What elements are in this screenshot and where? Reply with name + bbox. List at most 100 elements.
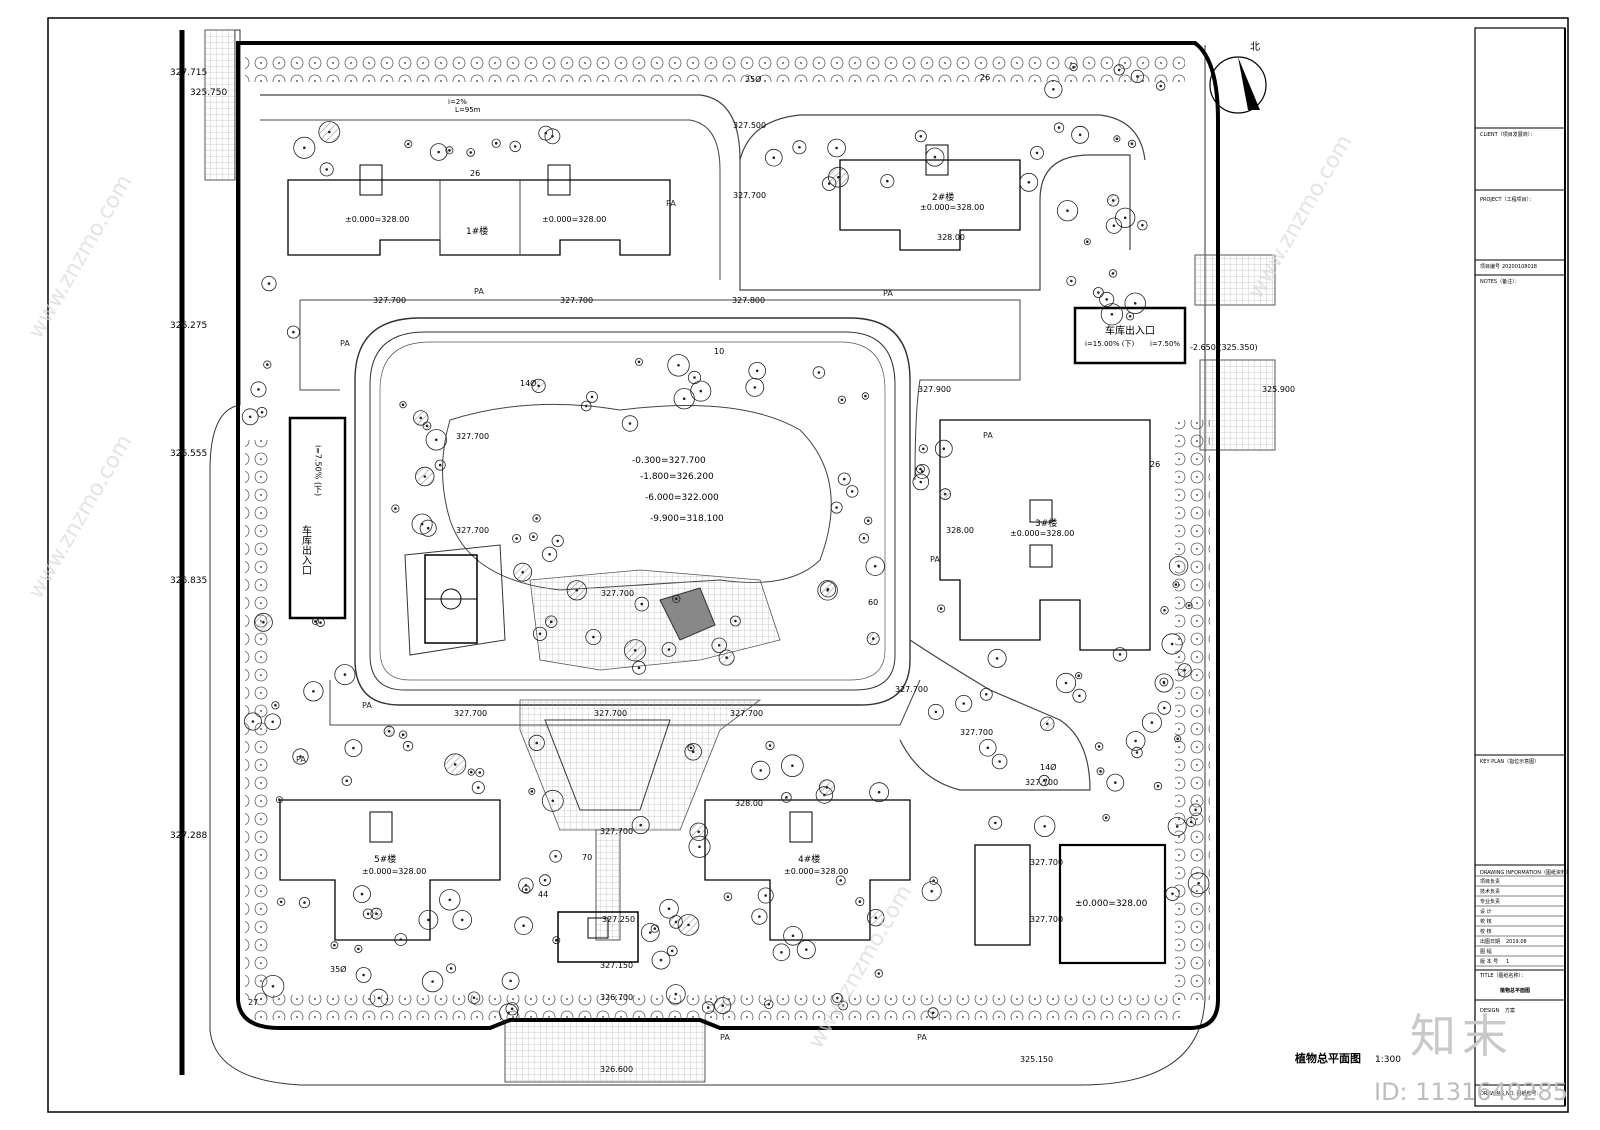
- elevation: 327.700: [960, 728, 993, 737]
- tree-center: [628, 422, 632, 425]
- elev-left: 326.275: [170, 321, 207, 331]
- tree-center: [1057, 126, 1061, 129]
- tree-symbol: [987, 648, 1007, 668]
- tree-symbol: [1155, 81, 1166, 91]
- tree-symbol: [661, 642, 677, 657]
- tree-symbol: [418, 910, 439, 930]
- tree-center: [864, 394, 867, 398]
- tree-center: [1086, 240, 1089, 244]
- tree-symbol: [815, 786, 834, 804]
- tree-center: [726, 895, 730, 898]
- tree-symbol: [927, 703, 944, 720]
- tree-symbol: [723, 892, 733, 901]
- tree-center: [472, 996, 476, 999]
- pond-feature: [659, 587, 716, 641]
- tree-center: [1176, 737, 1179, 740]
- tree-center: [842, 477, 846, 481]
- elevation: 327.800: [732, 296, 765, 305]
- tree-center: [674, 597, 678, 601]
- tree-center: [827, 182, 831, 185]
- tree-symbol: [467, 768, 475, 776]
- outer-street: [209, 29, 720, 1086]
- south-east-garden-box: [974, 844, 1031, 946]
- elevation: 327.700: [456, 526, 489, 535]
- tree-symbol: [1083, 238, 1091, 246]
- tree-symbol: [362, 908, 374, 920]
- elevation: 327.250: [602, 915, 635, 924]
- tree-center: [1114, 781, 1117, 784]
- plant-code: 60: [868, 598, 878, 607]
- tree-center: [312, 689, 315, 693]
- tree-symbol: [452, 910, 473, 930]
- plant-code: 26: [470, 169, 480, 178]
- tree-center: [302, 146, 306, 150]
- tree-symbol: [837, 472, 851, 486]
- tree-symbol: [1099, 291, 1115, 307]
- tree-center: [637, 360, 641, 364]
- tree-symbol: [1069, 62, 1078, 72]
- tree-center: [352, 746, 355, 750]
- tree-symbol: [912, 473, 930, 491]
- tree-center: [584, 404, 588, 408]
- east-road-stub: [1199, 359, 1276, 451]
- tree-symbol: [528, 787, 536, 795]
- tree-center: [360, 892, 364, 896]
- tree-symbol: [864, 516, 873, 525]
- tree-center: [1130, 142, 1134, 146]
- tree-symbol: [243, 712, 262, 731]
- tb-version: 1: [1506, 959, 1509, 965]
- tree-symbol: [869, 782, 889, 803]
- tree-center: [920, 470, 924, 473]
- tree-center: [995, 657, 999, 660]
- tree-symbol: [796, 940, 816, 960]
- tree-symbol: [316, 618, 325, 627]
- tree-symbol: [1030, 145, 1044, 160]
- elevation: 327.700: [601, 589, 634, 598]
- tree-symbol: [264, 713, 282, 731]
- east-road-stub: [1194, 254, 1276, 306]
- tree-center: [1066, 209, 1069, 213]
- tree-center: [319, 621, 322, 624]
- elevation: -2.650 (325.350): [1190, 343, 1258, 352]
- tree-symbol: [419, 519, 437, 537]
- tree-symbol: [391, 504, 400, 513]
- tree-center: [885, 179, 889, 183]
- tree-symbol: [666, 945, 678, 957]
- tree-symbol: [1075, 672, 1083, 680]
- tree-center: [260, 410, 264, 414]
- tree-center: [469, 770, 473, 774]
- building-datum: ±0.000=328.00: [1010, 529, 1074, 538]
- tree-symbol: [298, 896, 311, 909]
- tree-symbol: [783, 925, 803, 946]
- pa-label: PA: [666, 199, 676, 208]
- tb-row: 图 幅: [1480, 948, 1492, 955]
- tree-center: [858, 900, 862, 903]
- tree-symbol: [512, 534, 522, 544]
- elev-left: 327.715: [170, 68, 207, 78]
- tree-center: [871, 637, 875, 640]
- tree-center: [279, 900, 283, 904]
- tree-symbol: [532, 514, 541, 523]
- elevation: 327.700: [560, 296, 593, 305]
- tb-row: 校 核: [1480, 928, 1492, 935]
- tree-symbol: [399, 401, 407, 409]
- tree-center: [1163, 706, 1166, 710]
- tree-symbol: [241, 408, 259, 426]
- pond-level: -6.000=322.000: [645, 493, 719, 503]
- tree-symbol: [434, 459, 446, 471]
- tree-symbol: [539, 874, 551, 887]
- perimeter-tree-band-north: [245, 52, 1185, 82]
- tree-center: [640, 602, 644, 606]
- tree-center: [984, 692, 988, 696]
- central-ring-road: [354, 317, 911, 706]
- tree-center: [1136, 75, 1139, 78]
- elevation: 327.700: [730, 709, 763, 718]
- tree-center: [1043, 824, 1046, 828]
- tree-symbol: [541, 546, 558, 562]
- tree-center: [554, 938, 558, 942]
- site-boundary: [236, 41, 1220, 1030]
- tree-center: [303, 901, 306, 904]
- tree-symbol: [711, 637, 727, 654]
- tree-center: [998, 760, 1001, 763]
- tree-center: [345, 779, 349, 783]
